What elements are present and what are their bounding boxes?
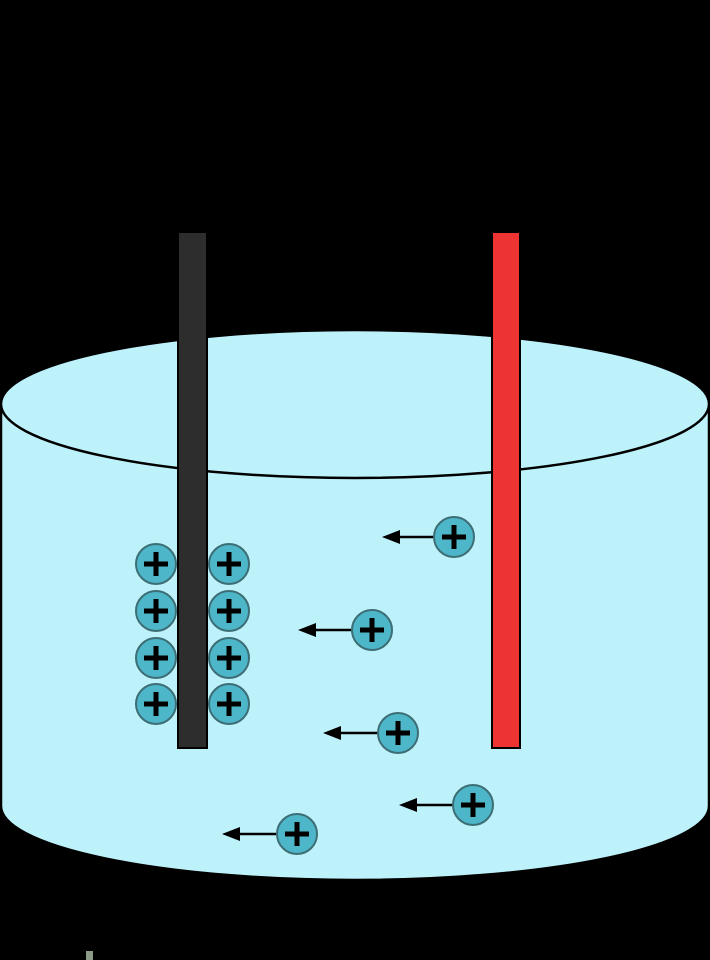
positive-ion bbox=[433, 516, 475, 558]
positive-ion bbox=[135, 683, 177, 725]
plus-symbol bbox=[144, 646, 168, 670]
positive-ion bbox=[377, 712, 419, 754]
beaker-rim-waterline bbox=[0, 328, 710, 480]
migrating-ion-with-arrow bbox=[298, 609, 393, 651]
plus-symbol bbox=[386, 721, 410, 745]
plus-symbol bbox=[144, 599, 168, 623]
arrow-head-left bbox=[382, 530, 400, 544]
plus-symbol bbox=[217, 599, 241, 623]
plus-symbol bbox=[217, 646, 241, 670]
arrow-head-left bbox=[399, 798, 417, 812]
arrow-head-left bbox=[323, 726, 341, 740]
positive-ion bbox=[208, 590, 250, 632]
positive-ion bbox=[452, 784, 494, 826]
positive-ion bbox=[351, 609, 393, 651]
plus-symbol bbox=[144, 692, 168, 716]
positive-ion bbox=[208, 683, 250, 725]
migrating-ion-with-arrow bbox=[222, 813, 318, 855]
positive-ion bbox=[135, 543, 177, 585]
arrow-head-left bbox=[298, 623, 316, 637]
electrode-red-anode bbox=[491, 231, 521, 749]
positive-ion bbox=[276, 813, 318, 855]
migrating-ion-with-arrow bbox=[323, 712, 419, 754]
plus-symbol bbox=[442, 525, 466, 549]
electrodes bbox=[177, 231, 521, 749]
migrating-ion-with-arrow bbox=[382, 516, 475, 558]
plus-symbol bbox=[144, 552, 168, 576]
deposited-ions bbox=[135, 543, 250, 725]
cropped-artifact bbox=[86, 951, 93, 960]
plus-symbol bbox=[461, 793, 485, 817]
positive-ion bbox=[135, 590, 177, 632]
plus-symbol bbox=[217, 692, 241, 716]
arrow-head-left bbox=[222, 827, 240, 841]
migrating-ions bbox=[222, 516, 494, 855]
positive-ion bbox=[208, 637, 250, 679]
positive-ion bbox=[135, 637, 177, 679]
migrating-ion-with-arrow bbox=[399, 784, 494, 826]
plus-symbol bbox=[360, 618, 384, 642]
plus-symbol bbox=[217, 552, 241, 576]
electrode-black-cathode bbox=[177, 231, 208, 749]
positive-ion bbox=[208, 543, 250, 585]
plus-symbol bbox=[285, 822, 309, 846]
beaker bbox=[0, 328, 710, 882]
